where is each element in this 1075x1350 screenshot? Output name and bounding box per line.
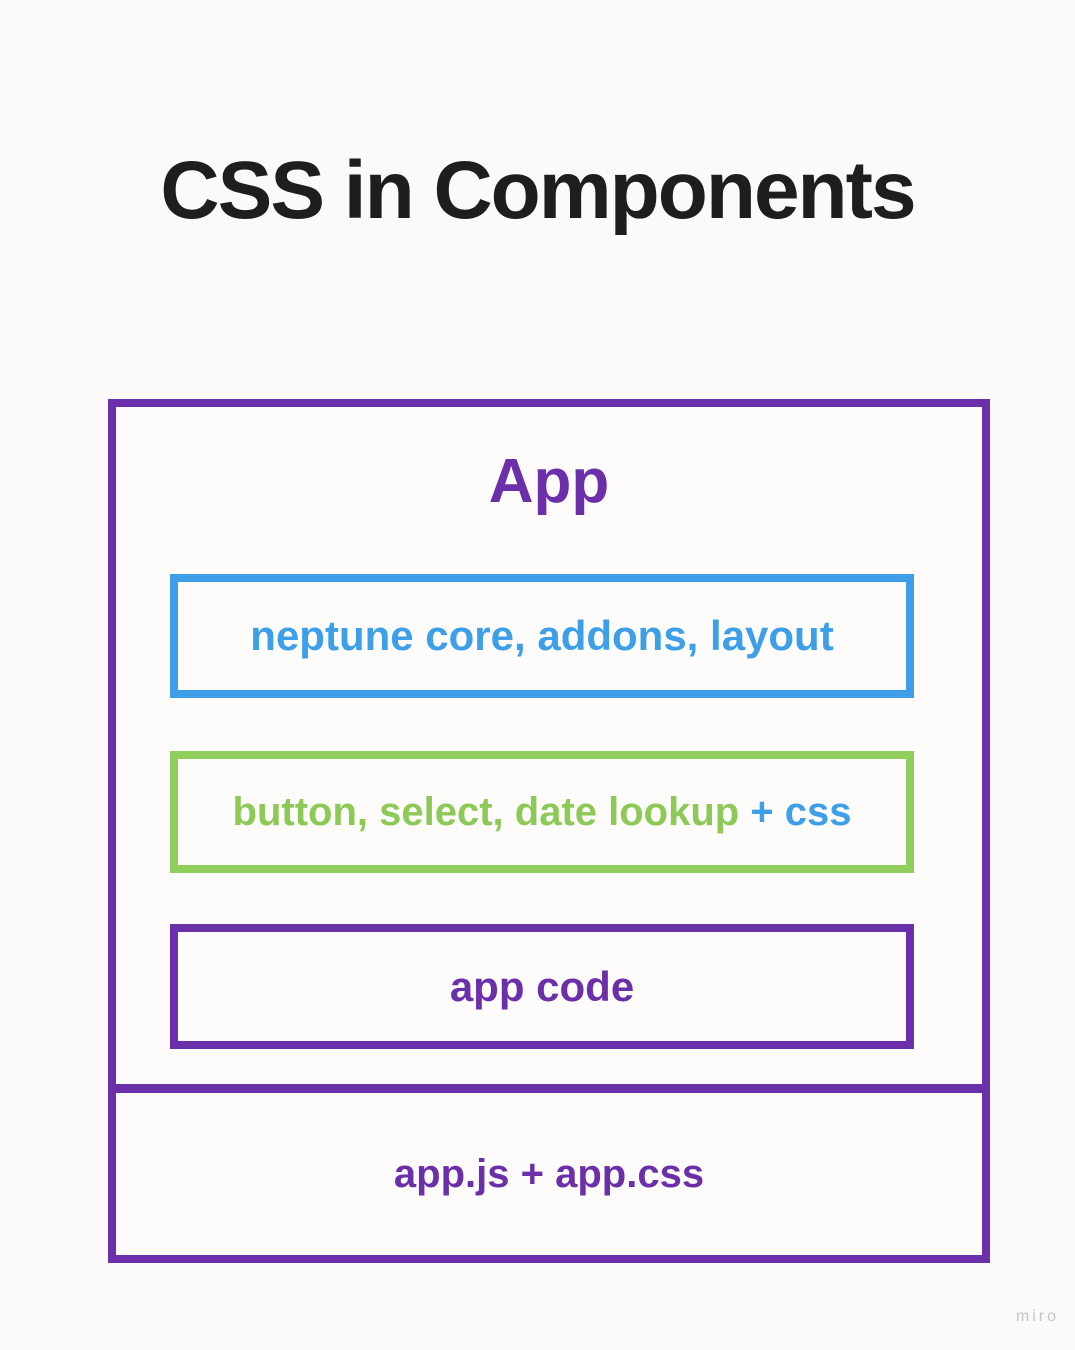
- layer-app-code: app code: [170, 924, 914, 1049]
- bundle-output-label: app.js + app.css: [393, 1151, 705, 1196]
- miro-watermark: miro: [1015, 1308, 1059, 1325]
- app-container-box: App neptune core, addons, layout button,…: [108, 399, 990, 1263]
- layer-components-label: button, select, date lookup: [232, 790, 740, 834]
- layer-components: button, select, date lookup+ css: [170, 751, 914, 873]
- app-box-label: App: [488, 447, 610, 516]
- bundle-output-box: app.js + app.css: [116, 1084, 982, 1255]
- layer-neptune-core-label: neptune core, addons, layout: [250, 612, 834, 659]
- layer-components-css-suffix: + css: [750, 790, 852, 834]
- page-title: CSS in Components: [160, 145, 916, 236]
- layer-app-code-label: app code: [449, 962, 635, 1010]
- layer-neptune-core: neptune core, addons, layout: [170, 574, 914, 698]
